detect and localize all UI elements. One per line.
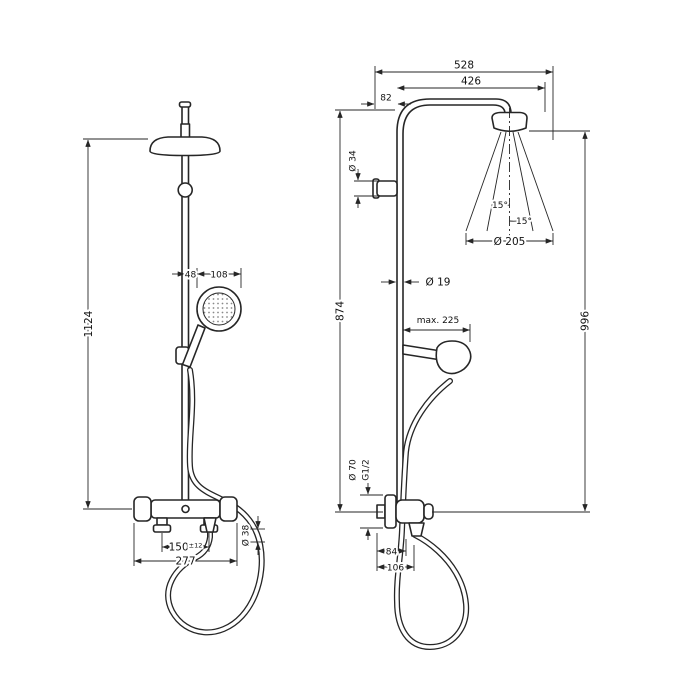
side-thread-stub [376, 504, 386, 519]
dim-side-head-height: 996 [432, 130, 594, 513]
dim-side-spray-cone: 15° 15° Ø 205 [465, 108, 554, 250]
spray-angle-inner-label: 15° [492, 201, 508, 211]
dim-side-pipe-diameter: Ø 19 [381, 275, 452, 291]
dim-front-total-height: 1124 [81, 138, 148, 510]
front-connection-spacing-value: 150 [169, 542, 189, 554]
side-wall-bracket [376, 180, 398, 197]
side-bracket-diameter-label: Ø 34 [348, 150, 359, 172]
front-supply-escutcheon-left [152, 524, 172, 533]
side-pipe-diameter-label: Ø 19 [426, 277, 451, 289]
spray-angle-outer-label: 15° [516, 217, 532, 227]
side-valve-knob [423, 503, 434, 520]
dim-side-escutcheon: Ø 70 G1/2 [346, 457, 383, 540]
dim-side-depths: 84 106 [376, 533, 415, 576]
front-shower-hose-inner [166, 368, 264, 634]
dim-front-hose-nut: Ø 38 [239, 516, 265, 555]
side-depth-lower-label: 106 [387, 564, 404, 574]
front-ball-joint [177, 182, 193, 198]
side-view: 528 426 82 Ø 34 874 [333, 58, 594, 651]
front-handshower-diameter-label: 108 [210, 270, 227, 280]
dim-side-bracket-diameter: Ø 34 [346, 148, 380, 208]
front-supply-union-left [156, 517, 168, 526]
side-holder-arm [402, 344, 442, 361]
dim-front-valve-width: 277 [133, 523, 238, 570]
side-valve-body [395, 499, 425, 524]
dim-side-total-projection: 528 [374, 58, 554, 140]
front-view: 1124 48 108 150±12 277 [81, 101, 265, 636]
side-riser-pipe-outer [396, 98, 512, 512]
front-handshower-sprayface [202, 292, 236, 326]
dim-side-holder-reach: max. 225 [403, 314, 471, 342]
dim-side-head-projection: 426 [397, 74, 546, 112]
dim-side-riser-height: 874 [333, 109, 395, 513]
front-hose-nut-label: Ø 38 [241, 525, 252, 547]
side-riser-height-label: 874 [335, 301, 347, 321]
dim-front-connection-spacing: 150±12 [161, 533, 210, 556]
spray-angle-arc-outer [509, 217, 531, 222]
front-connection-tolerance-value: ±12 [189, 542, 203, 550]
front-valve-handle-right [219, 496, 238, 522]
front-total-height-label: 1124 [83, 310, 95, 337]
front-valve-width-label: 277 [175, 556, 195, 568]
side-head-projection-label: 426 [461, 76, 481, 88]
front-handshower-offset-label: 48 [185, 270, 197, 280]
side-shower-hose-inner [395, 379, 468, 649]
side-total-projection-label: 528 [454, 60, 474, 72]
side-handshower [435, 340, 472, 375]
side-riser-pipe-inner [402, 104, 506, 512]
front-connection-spacing-label: 150±12 [169, 542, 203, 554]
front-hose-connector [203, 517, 217, 533]
side-escutcheon-diameter-label: Ø 70 [348, 459, 359, 481]
side-escutcheon [384, 494, 397, 529]
side-head-height-label: 996 [580, 311, 592, 331]
front-overhead-shower [149, 136, 221, 157]
side-riser-offset-label: 82 [380, 94, 391, 104]
spray-angle-arc-inner [491, 200, 510, 206]
dim-front-handshower: 48 108 [172, 268, 242, 288]
front-pipe-cap [178, 101, 192, 108]
dim-side-riser-offset: 82 [361, 92, 411, 107]
front-valve-emblem [181, 504, 190, 514]
side-holder-reach-label: max. 225 [417, 316, 460, 326]
spray-diameter-label: Ø 205 [494, 236, 526, 248]
front-valve-handle-left [133, 496, 152, 522]
side-hose-connector [408, 522, 425, 537]
side-thread-label: G1/2 [362, 459, 372, 480]
side-depth-upper-label: 84 [386, 548, 398, 558]
front-handshower-handle [181, 324, 206, 368]
